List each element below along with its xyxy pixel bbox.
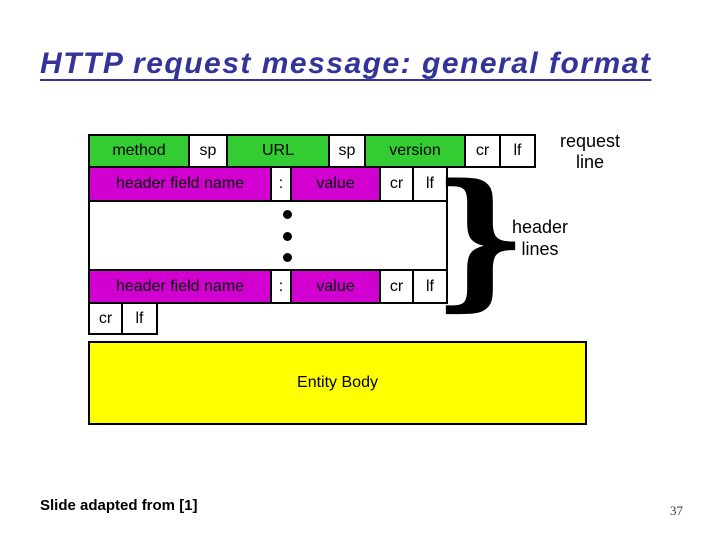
box-version: version: [364, 134, 466, 168]
box-sp-1: sp: [188, 134, 228, 168]
header-lines-label: header lines: [494, 216, 586, 260]
ellipsis-dot-2: [283, 232, 292, 241]
slide-title: HTTP request message: general format: [40, 47, 652, 80]
ellipsis-dot-1: [283, 210, 292, 219]
box-cr-header-bottom: cr: [379, 269, 414, 304]
box-sp-2: sp: [328, 134, 366, 168]
request-line-label: request line: [542, 131, 638, 173]
request-line-label-line1: request: [559, 131, 621, 151]
box-value-top: value: [290, 166, 381, 202]
request-line-label-line2: line: [575, 152, 605, 172]
header-lines-label-line1: header: [511, 217, 569, 237]
box-header-field-name-bottom: header field name: [88, 269, 272, 304]
page-number: 37: [670, 503, 683, 518]
header-lines-label-line2: lines: [521, 239, 559, 259]
box-cr-request-line: cr: [464, 134, 501, 168]
ellipsis-dot-3: [283, 253, 292, 262]
box-url: URL: [226, 134, 330, 168]
footer-citation: Slide adapted from [1]: [40, 497, 198, 514]
box-lf-request-line: lf: [499, 134, 536, 168]
box-colon-bottom: :: [270, 269, 292, 304]
box-value-bottom: value: [290, 269, 381, 304]
box-lf-blank-line: lf: [121, 302, 158, 335]
box-lf-header-bottom: lf: [412, 269, 448, 304]
box-cr-blank-line: cr: [88, 302, 123, 335]
box-ellipsis: [88, 200, 448, 271]
box-method: method: [88, 134, 190, 168]
box-header-field-name-top: header field name: [88, 166, 272, 202]
box-entity-body: Entity Body: [88, 341, 587, 425]
box-colon-top: :: [270, 166, 292, 202]
box-cr-header-top: cr: [379, 166, 414, 202]
